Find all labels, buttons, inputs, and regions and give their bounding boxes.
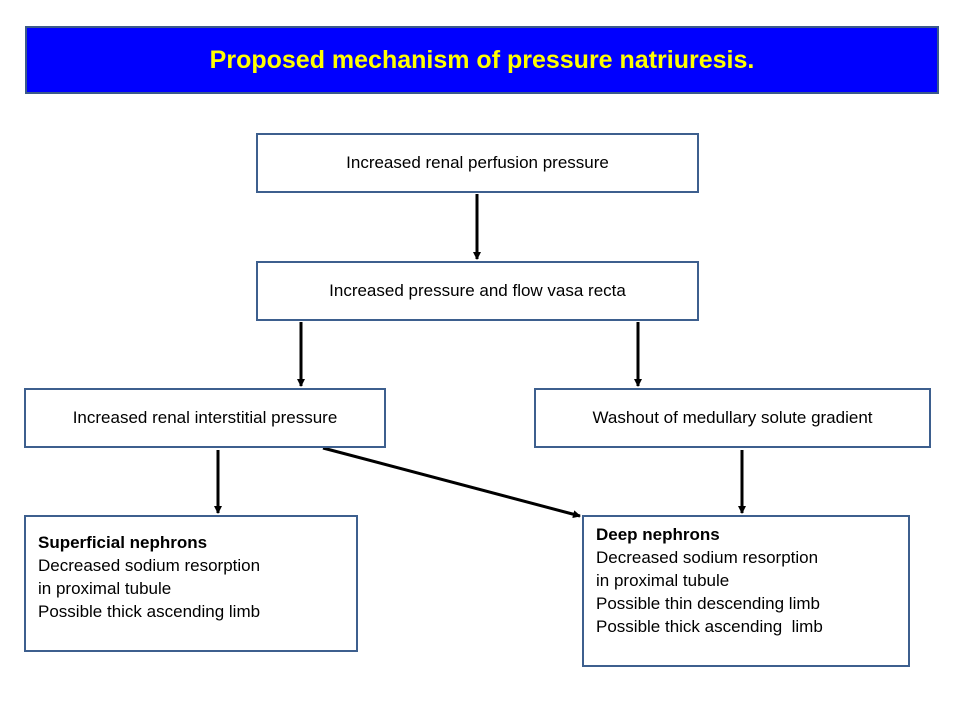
node-superficial-nephrons: Superficial nephrons Decreased sodium re…: [24, 515, 358, 652]
node-perfusion-pressure-label: Increased renal perfusion pressure: [346, 153, 609, 172]
node-interstitial-pressure: Increased renal interstitial pressure: [24, 388, 386, 448]
node-washout: Washout of medullary solute gradient: [534, 388, 931, 448]
deep-line: Possible thin descending limb: [596, 594, 820, 613]
node-washout-label: Washout of medullary solute gradient: [592, 408, 873, 427]
deep-heading: Deep nephrons: [596, 525, 720, 544]
node-perfusion-pressure: Increased renal perfusion pressure: [256, 133, 699, 193]
node-interstitial-pressure-label: Increased renal interstitial pressure: [72, 408, 338, 427]
superficial-line: Possible thick ascending limb: [38, 602, 261, 621]
page-title: Proposed mechanism of pressure natriures…: [209, 45, 755, 74]
node-deep-nephrons: Deep nephrons Decreased sodium resorptio…: [582, 515, 910, 667]
arrow-interstitial-to-deep: [322, 446, 581, 519]
node-vasa-recta: Increased pressure and flow vasa recta: [256, 261, 699, 321]
deep-line: in proximal tubule: [596, 571, 730, 590]
title-banner: Proposed mechanism of pressure natriures…: [25, 26, 939, 94]
superficial-line: Decreased sodium resorption: [38, 556, 261, 575]
deep-line: Possible thick ascending limb: [596, 617, 823, 636]
superficial-heading: Superficial nephrons: [38, 533, 208, 552]
node-vasa-recta-label: Increased pressure and flow vasa recta: [329, 281, 626, 300]
deep-line: Decreased sodium resorption: [596, 548, 819, 567]
superficial-line: in proximal tubule: [38, 579, 172, 598]
